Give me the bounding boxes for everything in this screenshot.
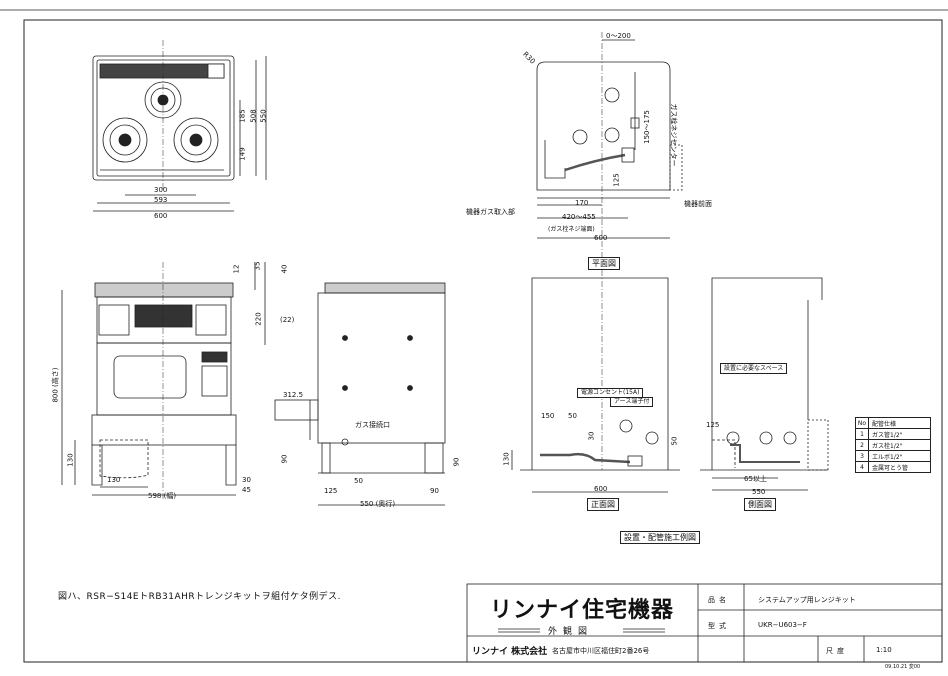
scale-label: 尺度 bbox=[826, 647, 848, 655]
dim-600-fi: 600 bbox=[594, 485, 608, 493]
dim-90b-side: 90 bbox=[452, 457, 461, 467]
model-label: 型式 bbox=[708, 622, 730, 630]
dim-22: (22) bbox=[280, 316, 295, 324]
dim-90a-side: 90 bbox=[280, 454, 289, 464]
side-view bbox=[274, 282, 446, 506]
dim-150-175: 150〜175 bbox=[642, 110, 651, 144]
dim-220: 220 bbox=[254, 312, 263, 326]
plan-view bbox=[536, 32, 683, 260]
revision-date: 09.10.21 変00 bbox=[885, 664, 921, 670]
dim-420-455: 420〜455 bbox=[562, 213, 596, 221]
dim-312: 312.5 bbox=[283, 391, 304, 399]
company-name: リンナイ 株式会社 bbox=[472, 647, 548, 657]
legend-row: 2 ガス栓1/2" bbox=[856, 439, 930, 450]
dim-0-200: 0〜200 bbox=[606, 32, 631, 40]
dim-598: 598 (幅) bbox=[148, 492, 177, 500]
dim-65-si: 65以上 bbox=[744, 475, 767, 483]
dim-600-plan: 600 bbox=[594, 234, 608, 242]
product-name-label: 品名 bbox=[708, 596, 730, 604]
dim-149: 149 bbox=[238, 147, 247, 161]
dim-130-front: 130 bbox=[66, 453, 75, 467]
legend-row: 4 金属可とう管 bbox=[856, 461, 930, 472]
dim-125-side: 125 bbox=[324, 487, 338, 495]
dim-150-fi: 150 bbox=[541, 412, 555, 420]
title-block-lines bbox=[466, 583, 943, 663]
earth-label: アース端子付 bbox=[610, 397, 654, 407]
dim-593: 593 bbox=[154, 196, 168, 204]
dim-90c-side: 90 bbox=[430, 487, 439, 495]
legend-header: No 配管仕様 bbox=[857, 418, 897, 428]
gas-screw-note: (ガス栓ネジ端面) bbox=[548, 226, 595, 233]
dim-170: 170 bbox=[575, 199, 589, 207]
top-view bbox=[92, 40, 267, 212]
figure-caption: 図ハ、RSR−S14EトRB31AHRトレンジキットヲ組付ケタ例デス. bbox=[58, 592, 342, 602]
dim-12: 12 bbox=[232, 264, 241, 274]
legend-row: 3 エルボ1/2" bbox=[856, 450, 930, 461]
side-install-title: 側面図 bbox=[744, 498, 776, 511]
product-name-value: システムアップ用レンジキット bbox=[758, 596, 856, 604]
company-address: 名古屋市中川区福住町2番26号 bbox=[552, 647, 650, 655]
gas-connection-label: ガス接続口 bbox=[355, 421, 390, 429]
piping-legend: No 配管仕様 1 ガス管1/2" 2 ガス栓1/2" 3 エルボ1/2" 4 … bbox=[855, 417, 931, 473]
dim-800: 800 (高さ) bbox=[51, 367, 60, 403]
dim-125-plan: 125 bbox=[612, 173, 621, 187]
install-example-title: 設置・配管施工例図 bbox=[620, 531, 700, 544]
dim-50-fi: 50 bbox=[568, 412, 577, 420]
scale-value: 1:10 bbox=[876, 646, 892, 654]
dim-50-side: 50 bbox=[354, 477, 363, 485]
front-view bbox=[61, 262, 266, 500]
dim-185: 185 bbox=[238, 109, 247, 123]
legend-row: 1 ガス管1/2" bbox=[856, 428, 930, 439]
dim-35: 35 bbox=[253, 261, 262, 271]
dim-130b-front: 130 bbox=[107, 476, 121, 484]
required-space-label: 設置に必要なスペース bbox=[720, 363, 788, 374]
front-install-view bbox=[511, 270, 680, 493]
side-install-view bbox=[700, 277, 829, 491]
dim-125-si: 125 bbox=[706, 421, 720, 429]
front-install-title: 正面図 bbox=[587, 498, 619, 511]
dim-300: 300 bbox=[154, 186, 168, 194]
dim-130-fi: 130 bbox=[502, 452, 511, 466]
equipment-front-label: 機器前面 bbox=[684, 200, 712, 208]
plan-title: 平面図 bbox=[588, 257, 620, 270]
model-value: UKR−U603−F bbox=[758, 621, 807, 629]
gas-inlet-label: 機器ガス取入部 bbox=[466, 208, 515, 216]
brand-title: リンナイ住宅機器 bbox=[490, 598, 675, 623]
dim-550-top: 550 bbox=[259, 109, 268, 123]
drawing-subtitle: 外観図 bbox=[548, 627, 594, 637]
dim-550-si: 550 bbox=[752, 488, 766, 496]
dim-50b-fi: 50 bbox=[670, 436, 679, 446]
dim-45-front: 45 bbox=[242, 486, 251, 494]
dim-600-top: 600 bbox=[154, 212, 168, 220]
dim-40: 40 bbox=[280, 264, 289, 274]
dim-30-front: 30 bbox=[242, 476, 251, 484]
dim-550-side: 550 (奥行) bbox=[360, 500, 396, 508]
dim-508: 508 bbox=[249, 109, 258, 123]
gas-screw-center-label: ガス栓ネジセンター bbox=[669, 103, 678, 167]
dim-30-fi: 30 bbox=[587, 431, 596, 441]
